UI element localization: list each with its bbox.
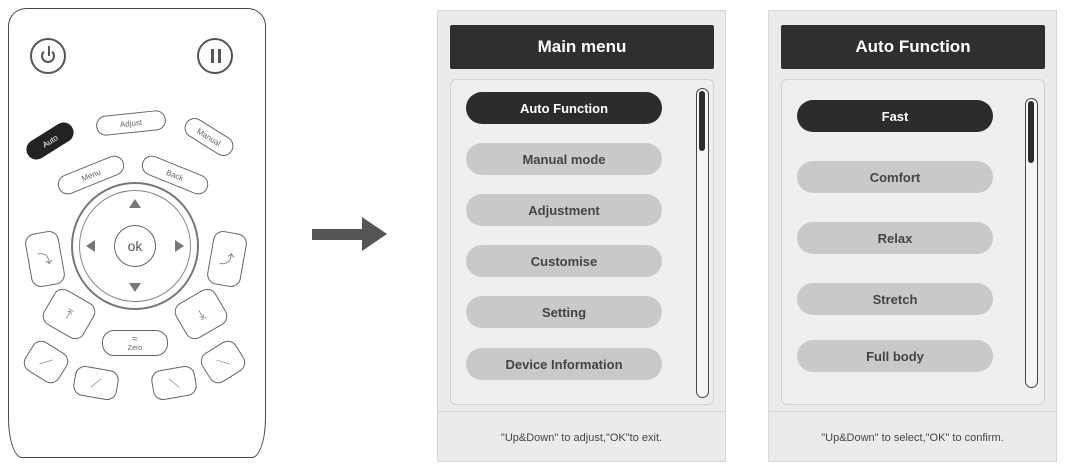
scrollbar-thumb[interactable] bbox=[699, 91, 705, 151]
menu-item-manual-mode[interactable]: Manual mode bbox=[466, 143, 662, 175]
menu-item-setting[interactable]: Setting bbox=[466, 296, 662, 328]
foot-icon: ⟍ bbox=[167, 373, 181, 392]
main-menu-panel: Main menu Auto Function Manual mode Adju… bbox=[437, 10, 726, 462]
menu-item-adjustment[interactable]: Adjustment bbox=[466, 194, 662, 226]
wave-icon: ≈ bbox=[132, 334, 138, 345]
menu-item-auto-function[interactable]: Auto Function bbox=[466, 92, 662, 124]
arrow-down-icon[interactable] bbox=[129, 283, 141, 292]
pause-icon[interactable] bbox=[197, 38, 233, 74]
foot-icon: ⟋ bbox=[89, 373, 103, 392]
panel-footer-hint: "Up&Down" to select,"OK" to confirm. bbox=[769, 411, 1056, 464]
panel-title: Auto Function bbox=[781, 25, 1045, 69]
menu-list: Fast Comfort Relax Stretch Full body bbox=[781, 79, 1045, 405]
scrollbar[interactable] bbox=[696, 88, 709, 398]
arrow-up-icon[interactable] bbox=[129, 199, 141, 208]
foot-icon: ⟍ bbox=[214, 352, 232, 371]
power-icon[interactable] bbox=[30, 38, 66, 74]
zero-gravity-button[interactable]: ≈ Zero bbox=[102, 330, 168, 356]
dpad-inner-ring bbox=[79, 190, 191, 302]
arrow-left-icon[interactable] bbox=[86, 240, 95, 252]
menu-item-device-information[interactable]: Device Information bbox=[466, 348, 662, 380]
foot-icon: ⟋ bbox=[37, 352, 55, 371]
panel-title: Main menu bbox=[450, 25, 714, 69]
menu-list: Auto Function Manual mode Adjustment Cus… bbox=[450, 79, 714, 405]
lift-icon: ⤒ bbox=[62, 305, 76, 323]
scrollbar[interactable] bbox=[1025, 98, 1038, 388]
arrow-right-icon[interactable] bbox=[175, 240, 184, 252]
menu-item-comfort[interactable]: Comfort bbox=[797, 161, 993, 193]
ok-button[interactable]: ok bbox=[114, 225, 156, 267]
auto-function-panel: Auto Function Fast Comfort Relax Stretch… bbox=[768, 10, 1057, 462]
menu-item-customise[interactable]: Customise bbox=[466, 245, 662, 277]
panel-footer-hint: "Up&Down" to adjust,"OK"to exit. bbox=[438, 411, 725, 464]
right-arrow-icon bbox=[312, 217, 387, 251]
recline-icon: ⤵ bbox=[36, 249, 54, 269]
recline-icon: ⤴ bbox=[218, 249, 236, 269]
scrollbar-thumb[interactable] bbox=[1028, 101, 1034, 163]
menu-item-stretch[interactable]: Stretch bbox=[797, 283, 993, 315]
menu-item-relax[interactable]: Relax bbox=[797, 222, 993, 254]
menu-item-full-body[interactable]: Full body bbox=[797, 340, 993, 372]
menu-item-fast[interactable]: Fast bbox=[797, 100, 993, 132]
lift-icon: ⤓ bbox=[194, 305, 208, 323]
